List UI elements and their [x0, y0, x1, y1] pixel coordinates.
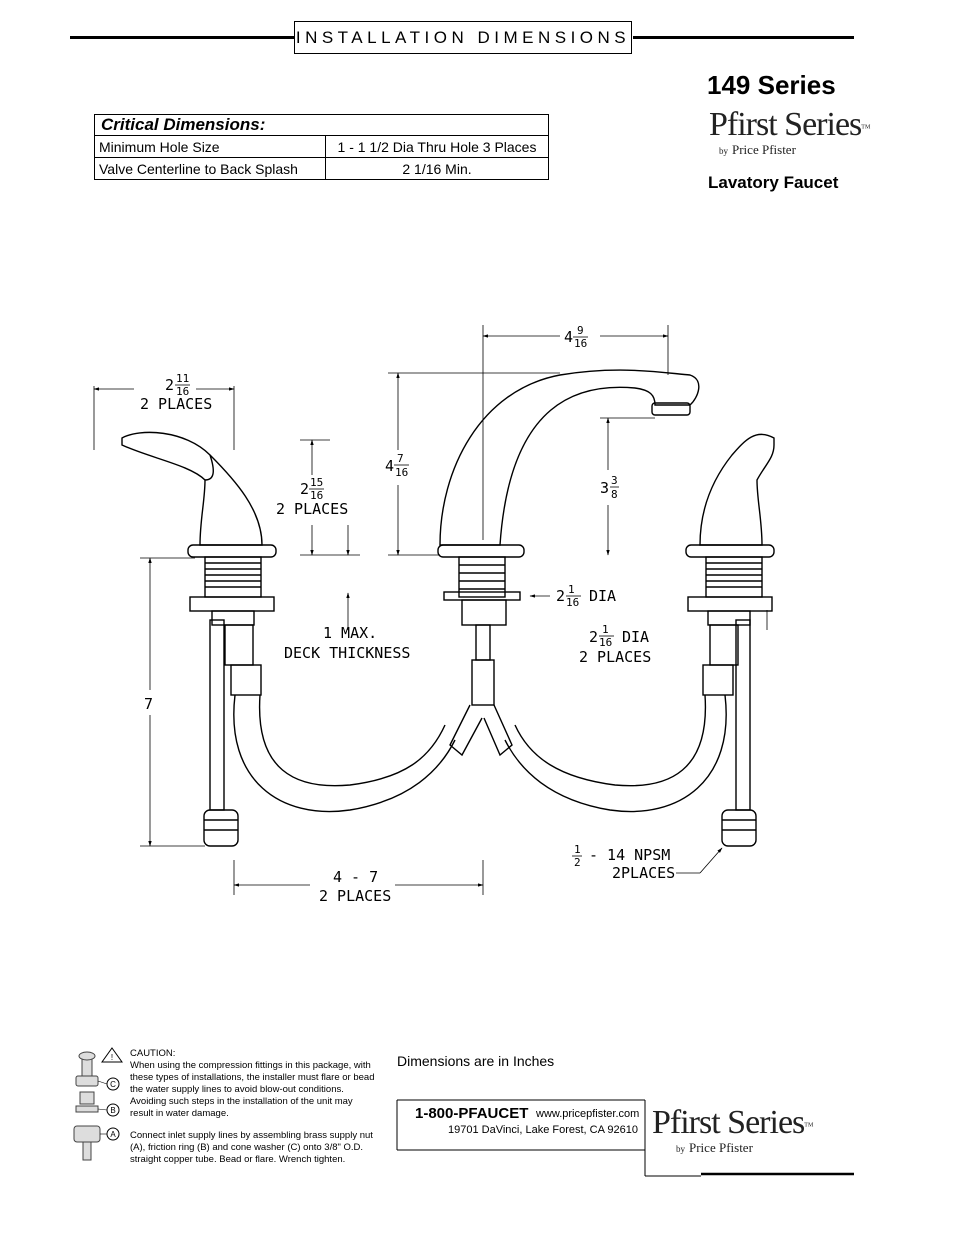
- footer-brand-company: Price Pfister: [689, 1140, 753, 1155]
- dim-center-dia-den: 16: [566, 596, 579, 609]
- dim-spout-clearance-den: 8: [611, 488, 618, 501]
- dim-deck-line2: DECK THICKNESS: [284, 644, 410, 662]
- critical-dimensions-table: Critical Dimensions: Minimum Hole Size 1…: [94, 114, 549, 180]
- website-link[interactable]: www.pricepfister.com: [536, 1108, 640, 1120]
- dim-spout-height-whole: 4: [385, 457, 394, 475]
- dimension-labels: 2 11 16 2 PLACES 2 15 16 2 PLACES 4 9 16…: [140, 324, 675, 905]
- dim-spout-height-num: 7: [397, 452, 404, 465]
- row-value: 2 1/16 Min.: [325, 157, 549, 180]
- dimensions-note: Dimensions are in Inches: [397, 1053, 555, 1069]
- dim-spread-line1: 4 - 7: [333, 868, 378, 886]
- dim-center-dia-unit: DIA: [589, 587, 616, 605]
- brand-logo: Pfirst SeriesTM by Price Pfister: [709, 108, 870, 158]
- dim-deck-line1: 1 MAX.: [323, 624, 377, 642]
- footer-brand-main: Pfirst Series: [652, 1104, 805, 1141]
- dim-side-dia-whole: 2: [589, 628, 598, 646]
- dim-handle-height-places: 2 PLACES: [276, 500, 348, 518]
- dim-handle-height-den: 16: [310, 489, 323, 502]
- dim-tail-length: 7: [144, 695, 153, 713]
- dim-side-dia-den: 16: [599, 636, 612, 649]
- dim-spout-height-den: 16: [395, 466, 408, 479]
- footer-brand-logo: Pfirst SeriesTM by Price Pfister: [652, 1106, 813, 1156]
- product-type: Lavatory Faucet: [708, 173, 839, 192]
- dim-handle-height-whole: 2: [300, 480, 309, 498]
- dim-handle-width-places: 2 PLACES: [140, 395, 212, 413]
- row-label: Valve Centerline to Back Splash: [94, 157, 326, 180]
- dim-side-dia-unit: DIA: [622, 628, 649, 646]
- dim-npsm-text: - 14 NPSM: [589, 846, 670, 864]
- caution-text-2: Connect inlet supply lines by assembling…: [130, 1130, 373, 1165]
- dim-handle-width-num: 11: [176, 372, 189, 385]
- dim-handle-width-den: 16: [176, 385, 189, 398]
- label-c: C: [110, 1080, 116, 1089]
- label-a: A: [110, 1130, 116, 1139]
- series-title: 149 Series: [707, 70, 836, 100]
- dim-npsm-den: 2: [574, 856, 581, 869]
- dim-spout-reach-num: 9: [577, 324, 584, 337]
- warning-icon: !: [111, 1053, 113, 1062]
- phone-number[interactable]: 1-800-PFAUCET: [415, 1105, 529, 1122]
- dim-spout-reach-whole: 4: [564, 328, 573, 346]
- caution-text-1: When using the compression fittings in t…: [130, 1060, 375, 1119]
- dim-npsm-places: 2PLACES: [612, 864, 675, 882]
- dim-spout-clearance-num: 3: [611, 474, 618, 487]
- dim-center-dia-num: 1: [568, 583, 575, 596]
- label-b: B: [110, 1106, 115, 1115]
- left-handle: [121, 431, 456, 847]
- brand-logo-by: by: [719, 146, 728, 156]
- right-handle: [504, 433, 775, 847]
- dim-npsm-num: 1: [574, 843, 581, 856]
- page-title: INSTALLATION DIMENSIONS: [294, 21, 632, 54]
- center-spout: [437, 369, 700, 757]
- table-row: Minimum Hole Size 1 - 1 1/2 Dia Thru Hol…: [94, 135, 549, 158]
- caution-title: CAUTION:: [130, 1048, 176, 1059]
- dim-handle-width-whole: 2: [165, 376, 174, 394]
- header-rule-right: [633, 36, 854, 39]
- dim-spout-reach-den: 16: [574, 337, 587, 350]
- footer-frame: [396, 1099, 854, 1177]
- dim-handle-height-num: 15: [310, 476, 323, 489]
- dim-side-dia-num: 1: [602, 623, 609, 636]
- header-rule-left: [70, 36, 295, 39]
- row-value: 1 - 1 1/2 Dia Thru Hole 3 Places: [325, 135, 549, 158]
- caution-note: CAUTION: When using the compression fitt…: [130, 1048, 375, 1166]
- dim-spread-line2: 2 PLACES: [319, 887, 391, 905]
- footer-brand-tm: TM: [804, 1122, 814, 1129]
- brand-logo-tm: TM: [861, 124, 871, 131]
- dim-spout-clearance-whole: 3: [600, 479, 609, 497]
- supply-fitting-illustration: ! C B A: [73, 1047, 123, 1161]
- table-row: Valve Centerline to Back Splash 2 1/16 M…: [94, 157, 549, 180]
- address: 19701 DaVinci, Lake Forest, CA 92610: [448, 1124, 638, 1136]
- brand-logo-main: Pfirst Series: [709, 106, 862, 143]
- row-label: Minimum Hole Size: [94, 135, 326, 158]
- brand-logo-company: Price Pfister: [732, 142, 796, 157]
- dim-side-dia-places: 2 PLACES: [579, 648, 651, 666]
- footer-brand-by: by: [676, 1144, 685, 1154]
- dim-center-dia-whole: 2: [556, 587, 565, 605]
